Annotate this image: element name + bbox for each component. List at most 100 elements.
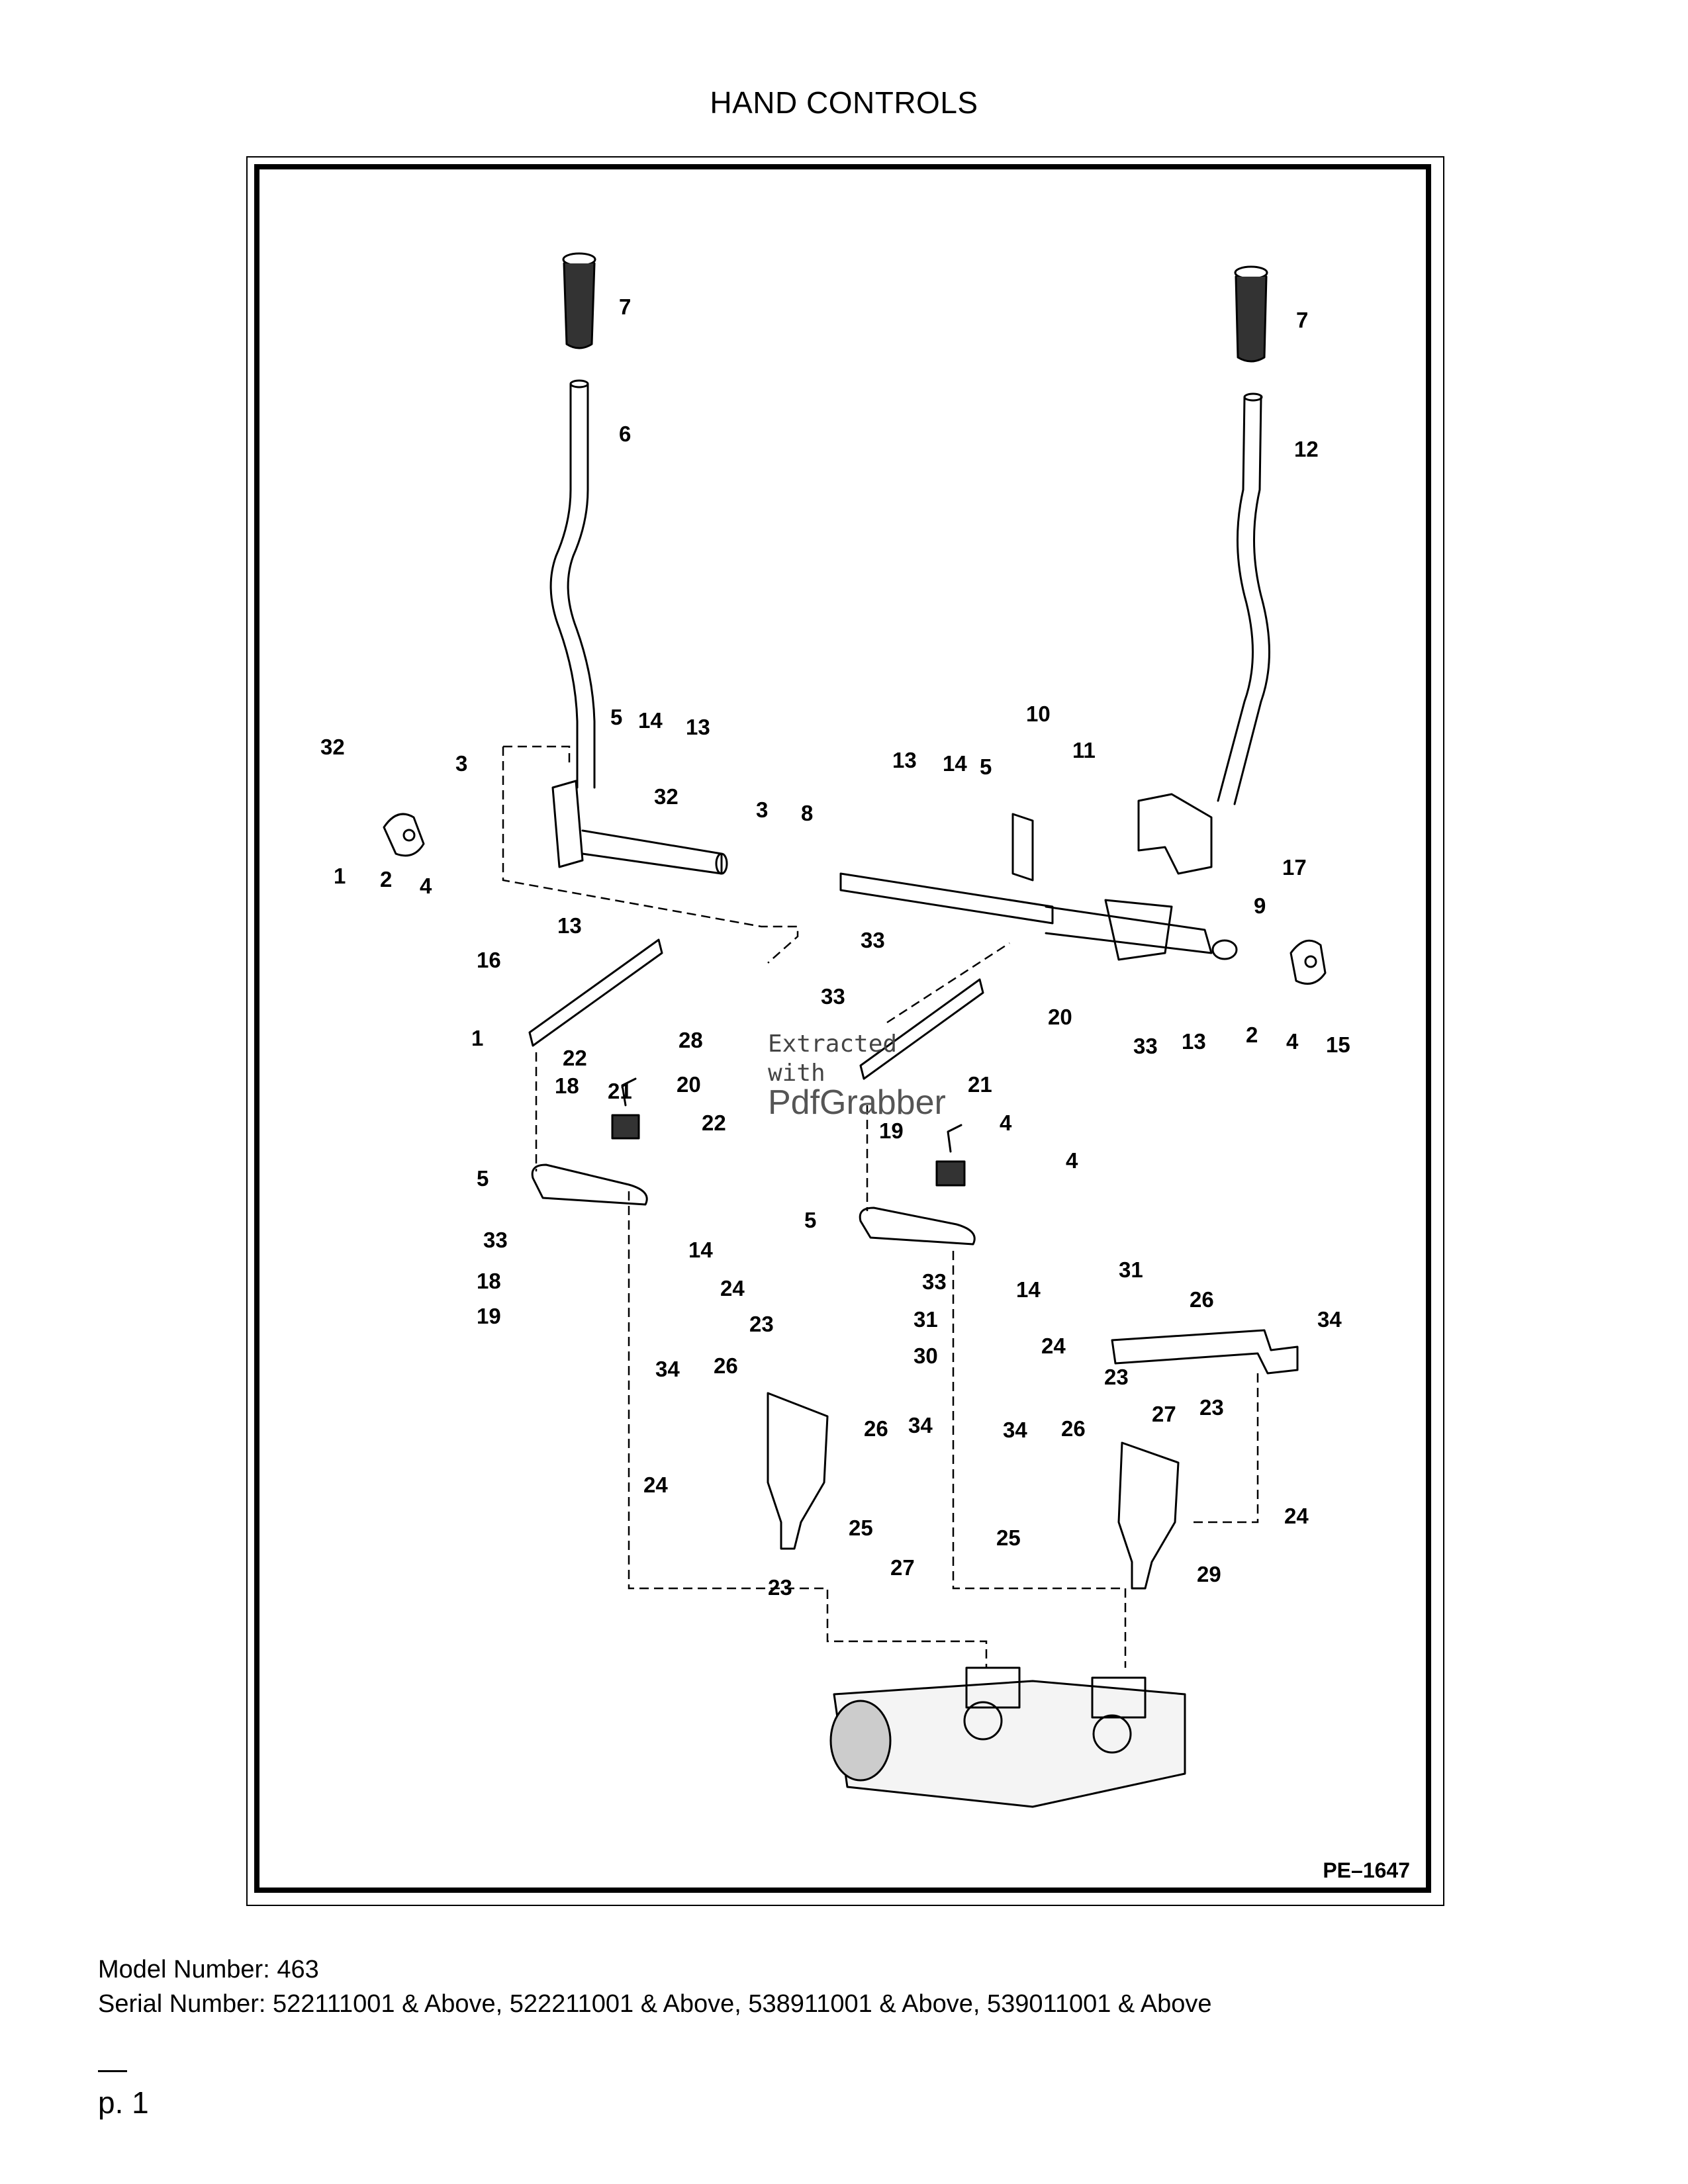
callout-label: 30 <box>914 1343 938 1368</box>
callout-label: 11 <box>1072 738 1096 762</box>
callout-label: 33 <box>922 1269 947 1294</box>
callout-label: 13 <box>892 748 917 772</box>
callout-label: 13 <box>1182 1029 1206 1054</box>
watermark-brand: PdfGrabber <box>768 1083 946 1122</box>
callout-label: 26 <box>864 1416 888 1441</box>
callout-label: 26 <box>1190 1287 1214 1312</box>
callout-label: 22 <box>702 1111 726 1135</box>
callout-label: 4 <box>1286 1029 1299 1054</box>
callout-label: 27 <box>1152 1402 1176 1426</box>
callout-label: 23 <box>1104 1365 1129 1389</box>
callout-label: 21 <box>608 1079 632 1103</box>
callout-label: 18 <box>555 1073 579 1098</box>
callout-label: 6 <box>619 422 631 446</box>
callout-label: 26 <box>1061 1416 1086 1441</box>
callout-label: 13 <box>557 913 582 938</box>
callout-label: 34 <box>655 1357 680 1381</box>
callout-label: 14 <box>688 1238 713 1262</box>
page-title: HAND CONTROLS <box>710 85 978 120</box>
callout-label: 19 <box>879 1118 904 1143</box>
callout-label: 2 <box>1246 1023 1258 1047</box>
callout-label: 16 <box>477 948 501 972</box>
callout-label: 23 <box>749 1312 774 1336</box>
callout-label: 25 <box>849 1516 873 1540</box>
callout-label: 32 <box>654 784 679 809</box>
left-mounting-plate <box>528 938 663 1047</box>
callout-label: 13 <box>686 715 710 739</box>
left-flange-bearing <box>383 813 425 857</box>
right-lever-arm <box>1217 392 1270 805</box>
left-torque-tube <box>551 780 728 875</box>
support-bar <box>1111 1329 1299 1375</box>
callout-label: 4 <box>1000 1111 1012 1135</box>
callout-label: 3 <box>756 797 768 822</box>
callout-label: 12 <box>1294 437 1319 461</box>
callout-label: 23 <box>768 1575 792 1600</box>
callout-label: 18 <box>477 1269 501 1293</box>
callout-label: 10 <box>1026 702 1051 726</box>
right-lever-bracket <box>1137 793 1213 875</box>
callout-label: 26 <box>714 1353 738 1378</box>
callout-label: 33 <box>861 928 885 952</box>
callout-label: 24 <box>720 1276 745 1300</box>
callout-label: 14 <box>638 708 663 733</box>
callout-label: 1 <box>334 864 346 888</box>
callout-label: 25 <box>996 1525 1021 1550</box>
callout-label: 33 <box>821 984 845 1009</box>
right-lever-grip <box>1234 265 1268 363</box>
right-flange-bearing <box>1289 939 1327 985</box>
callout-label: 5 <box>804 1208 816 1232</box>
left-pump-bracket <box>767 1392 829 1550</box>
callout-label: 31 <box>1119 1257 1143 1282</box>
callouts: 7 6 7 12 10 11 5 14 13 32 3 3 8 13 14 5 … <box>320 295 1350 1600</box>
left-damper-spring <box>611 1077 640 1140</box>
callout-label: 32 <box>320 735 345 759</box>
callout-label: 29 <box>1197 1562 1221 1586</box>
left-lever-arm <box>549 379 596 789</box>
callout-label: 8 <box>801 801 813 825</box>
footer: Model Number: 463 Serial Number: 5221110… <box>98 1952 1211 2021</box>
callout-label: 20 <box>1048 1005 1072 1029</box>
callout-label: 28 <box>679 1028 703 1052</box>
callout-label: 22 <box>563 1046 587 1070</box>
callout-label: 5 <box>610 705 622 729</box>
watermark: Extracted with PdfGrabber <box>768 1030 946 1122</box>
callout-label: 24 <box>1284 1504 1309 1528</box>
assembly-guide-lines <box>502 745 1259 1668</box>
callout-label: 4 <box>420 874 432 898</box>
page-number-rule <box>98 2070 127 2072</box>
model-number: Model Number: 463 <box>98 1956 319 1983</box>
right-mounting-plate <box>859 978 984 1080</box>
callout-label: 15 <box>1326 1032 1350 1057</box>
parts-diagram: 7 6 7 12 10 11 5 14 13 32 3 3 8 13 14 5 … <box>320 252 1350 1808</box>
right-damper-spring <box>935 1124 966 1187</box>
callout-label: 9 <box>1254 893 1266 918</box>
serial-number: Serial Number: 522111001 & Above, 522211… <box>98 1990 1212 2018</box>
watermark-line: Extracted <box>768 1030 898 1058</box>
left-lever-grip <box>562 252 596 349</box>
page-number: p. 1 <box>98 2085 149 2120</box>
callout-label: 34 <box>908 1413 933 1437</box>
callout-label: 14 <box>1016 1277 1041 1302</box>
callout-label: 5 <box>477 1166 489 1191</box>
callout-label: 27 <box>890 1555 915 1580</box>
callout-label: 7 <box>619 295 631 319</box>
callout-label: 31 <box>914 1307 938 1332</box>
cross-shaft <box>839 813 1238 961</box>
callout-label: 24 <box>1041 1334 1066 1358</box>
callout-label: 3 <box>455 751 467 776</box>
figure-frame-outer <box>246 156 1444 1906</box>
left-linkage-arm <box>531 1163 648 1206</box>
figure-code: PE–1647 <box>1323 1858 1410 1882</box>
callout-label: 33 <box>1133 1034 1158 1058</box>
hydrostatic-pump <box>829 1666 1186 1808</box>
callout-label: 24 <box>643 1473 668 1497</box>
callout-label: 23 <box>1199 1395 1224 1420</box>
right-pump-bracket <box>1117 1441 1180 1590</box>
callout-label: 7 <box>1296 308 1308 332</box>
callout-label: 34 <box>1003 1418 1027 1442</box>
callout-label: 4 <box>1066 1148 1078 1173</box>
callout-label: 5 <box>980 754 992 779</box>
callout-label: 34 <box>1317 1307 1342 1332</box>
figure-frame <box>254 164 1431 1893</box>
